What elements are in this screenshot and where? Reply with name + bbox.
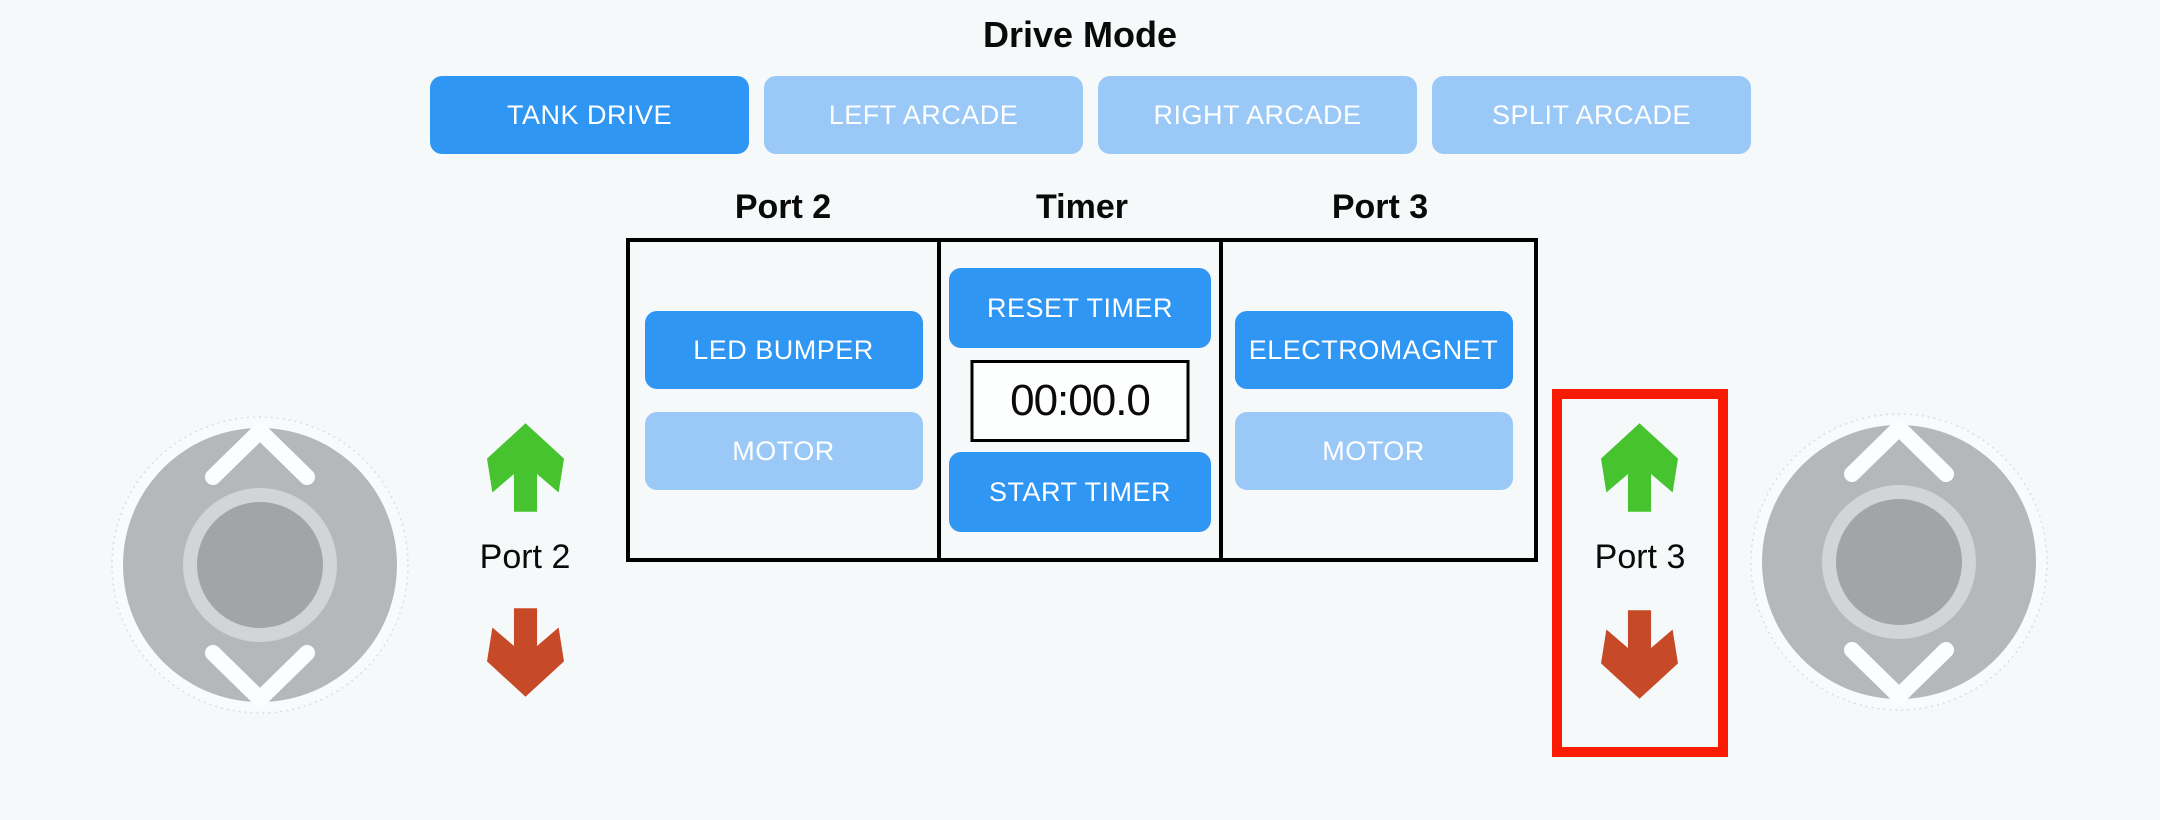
port3-cell: ELECTROMAGNET MOTOR (1219, 242, 1524, 558)
timer-display: 00:00.0 (970, 360, 1190, 442)
port2-side-label: Port 2 (479, 538, 571, 576)
tank-drive-button[interactable]: TANK DRIVE (430, 76, 749, 154)
chevron-up-icon (205, 423, 315, 485)
port3-side-label: Port 3 (1594, 538, 1686, 576)
joystick-knob[interactable] (1836, 499, 1962, 625)
port3-up-arrow-icon[interactable] (1601, 423, 1678, 512)
port2-cell: LED BUMPER MOTOR (630, 242, 937, 558)
electromagnet-button[interactable]: ELECTROMAGNET (1234, 311, 1513, 389)
led-bumper-button[interactable]: LED BUMPER (644, 311, 923, 389)
port3-motor-button[interactable]: MOTOR (1234, 412, 1513, 490)
left-joystick[interactable] (110, 415, 410, 715)
right-arcade-button[interactable]: RIGHT ARCADE (1098, 76, 1417, 154)
highlight-box (1552, 389, 1728, 757)
left-arcade-button[interactable]: LEFT ARCADE (764, 76, 1083, 154)
chevron-down-icon (1844, 642, 1954, 704)
timer-cell: RESET TIMER 00:00.0 START TIMER (937, 242, 1219, 558)
split-arcade-button[interactable]: SPLIT ARCADE (1432, 76, 1751, 154)
port3-down-arrow-icon[interactable] (1601, 610, 1678, 699)
drive-mode-button-group: TANK DRIVE LEFT ARCADE RIGHT ARCADE SPLI… (430, 76, 1751, 154)
port2-column-header: Port 2 (734, 188, 832, 226)
drive-mode-title: Drive Mode (982, 14, 1178, 55)
control-table: LED BUMPER MOTOR RESET TIMER 00:00.0 STA… (626, 238, 1538, 562)
timer-column-header: Timer (1036, 188, 1128, 226)
port3-column-header: Port 3 (1331, 188, 1429, 226)
chevron-up-icon (1844, 420, 1954, 482)
start-timer-button[interactable]: START TIMER (949, 452, 1211, 532)
port2-motor-button[interactable]: MOTOR (644, 412, 923, 490)
joystick-knob[interactable] (197, 502, 323, 628)
reset-timer-button[interactable]: RESET TIMER (949, 268, 1211, 348)
right-joystick[interactable] (1749, 412, 2049, 712)
port2-down-arrow-icon[interactable] (487, 608, 564, 697)
chevron-down-icon (205, 645, 315, 707)
port2-up-arrow-icon[interactable] (487, 423, 564, 512)
